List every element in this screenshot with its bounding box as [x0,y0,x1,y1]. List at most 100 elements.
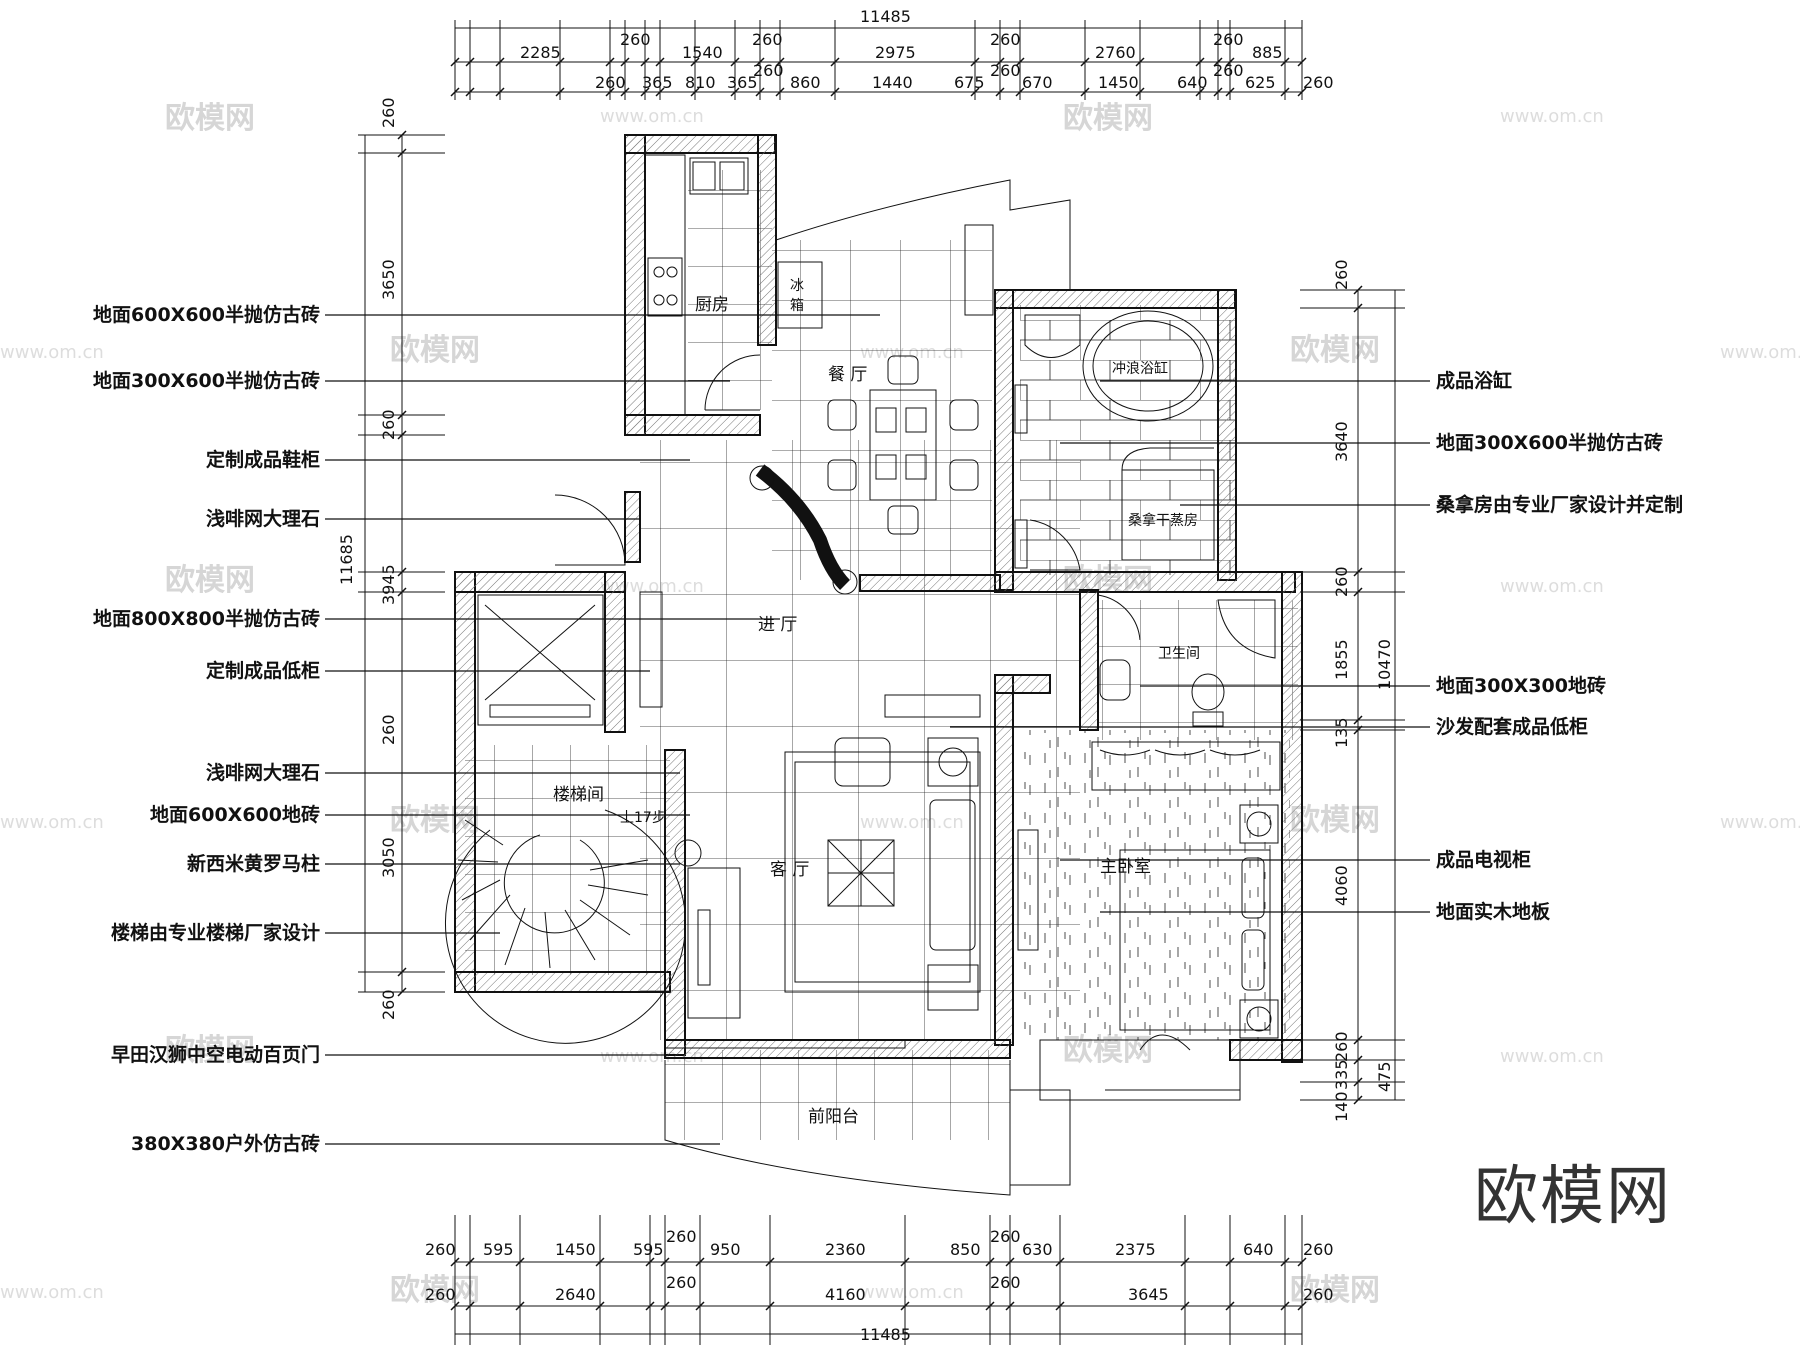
kitchen-counter [644,154,686,416]
dim-slash [450,87,460,97]
dim-slash [465,1257,475,1267]
annotation-note: 定制成品低柜 [206,659,320,682]
bathroom-floor [1098,600,1298,740]
annotation-leaders [325,314,1430,1145]
washbasin [1099,659,1131,701]
right-dimensions: 260 3640 260 1855 135 4060 260 335 140 4… [1332,259,1394,1122]
dimension-label: 640 [1243,1240,1274,1259]
dim-slash [1195,87,1205,97]
burner [653,266,665,278]
dim-slash [620,87,630,97]
dim-slash [1225,1301,1235,1311]
wall [624,134,646,436]
door-swing [1097,594,1141,641]
roman-column [674,839,702,867]
left-dimensions: 260 3650 260 3945 260 3050 260 11685 [337,97,398,1020]
dim-slash [1213,87,1223,97]
dim-slash [970,57,980,67]
dim-slash [830,57,840,67]
dim-slash [595,1257,605,1267]
room-label-bathroom: 卫生间 [1158,646,1200,662]
dim-slash [755,87,765,97]
dim-slash [645,1257,655,1267]
wall [624,134,776,154]
watermark-url: www.om.cn [860,1282,964,1303]
low-cabinet [639,591,663,708]
chair [887,505,919,535]
dim-slash [730,57,740,67]
annotation-note: 定制成品鞋柜 [206,448,320,471]
dimension-label: 1540 [682,43,723,62]
dim-slash [1005,1301,1015,1311]
dim-slash [1180,1301,1190,1311]
watermark-url: www.om.cn [1500,576,1604,597]
roman-column [749,465,775,491]
wall [1079,589,1099,731]
room-label-entrance: 进 厅 [758,615,797,635]
tv-cabinet [687,867,741,1019]
watermark-url: www.om.cn [1500,1046,1604,1067]
stove [647,257,683,317]
dim-slash [755,57,765,67]
wall [994,289,1014,591]
towel-rack [1014,519,1028,569]
dim-slash [450,1257,460,1267]
dim-slash [1195,57,1205,67]
wall [664,1039,1011,1059]
annotation-note: 早田汉狮中空电动百页门 [111,1043,320,1066]
dimension-label: 850 [950,1240,981,1259]
area-rug-border [794,761,971,983]
wall [994,289,1236,309]
dimension-label: 260 [990,61,1021,80]
dim-slash [605,87,615,97]
dim-slash [595,1301,605,1311]
annotation-note: 地面600X600半抛仿古砖 [93,303,320,326]
fridge-label: 冰 [790,278,804,294]
balcony-outline [664,1060,1011,1196]
dimension-label: 260 [379,714,398,745]
dim-slash [1180,1257,1190,1267]
dim-slash [690,87,700,97]
dimension-label: 260 [753,61,784,80]
annotation-note: 新西米黄罗马柱 [187,852,320,875]
lamp [1246,811,1272,837]
wall [454,571,626,593]
wall [1217,289,1237,581]
chair [905,407,927,433]
chair [827,399,857,431]
annotation-note: 地面300X600半抛仿古砖 [1436,431,1663,454]
dimension-label: 885 [1252,43,1283,62]
dimension-label: 260 [620,30,651,49]
master-bedroom-floor [1020,730,1290,1040]
watermark-brand: 欧模网 [390,333,480,368]
dimension-label: 2285 [520,43,561,62]
dim-slash [655,57,665,67]
burner [666,266,678,278]
dimension-label: 260 [1303,73,1334,92]
dimension-label: 2360 [825,1240,866,1259]
dim-slash [695,1257,705,1267]
stair-floor [465,745,670,975]
wall [454,571,476,993]
dimension-label: 10470 [1375,639,1394,690]
dim-slash [1280,87,1290,97]
dim-slash [1353,587,1363,597]
dim-slash [640,87,650,97]
planter [1009,1089,1071,1186]
brand-logo: 欧模网 [1474,1160,1672,1234]
dimension-label: 365 [727,73,758,92]
dim-slash [985,1257,995,1267]
dimension-label: 950 [710,1240,741,1259]
stair-area: 楼梯间 上17步 [444,594,686,1044]
dimension-label: 260 [1332,566,1351,597]
dim-slash [1005,1257,1015,1267]
dim-slash [730,87,740,97]
spiral-stair-inner [503,834,605,934]
dimension-label: 260 [379,97,398,128]
shower-tray [1217,599,1276,659]
dim-slash [695,1301,705,1311]
dim-slash [620,57,630,67]
tv-cabinet [1017,829,1039,951]
dimension-label: 625 [1245,73,1276,92]
dimension-label: 260 [425,1285,456,1304]
